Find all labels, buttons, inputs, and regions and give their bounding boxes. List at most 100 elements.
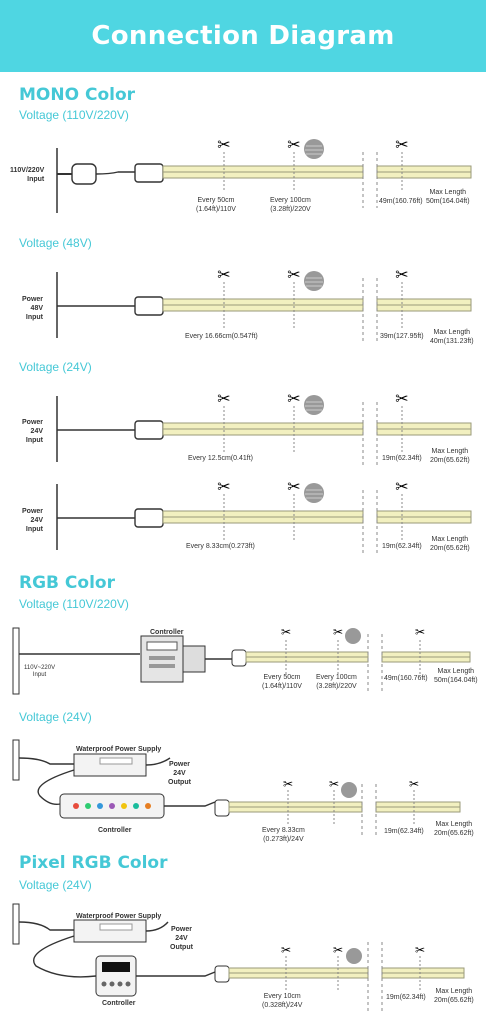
cut-label: Every 100cm(3.28ft)/220V <box>270 197 311 213</box>
length-label: 19m(62.34ft) <box>382 543 422 550</box>
cut-label: Every 8.33cm(0.273ft)/24V <box>262 827 305 843</box>
mono-24v-diagram-2: ✂ ✂ ✂ <box>56 477 472 556</box>
connector-icon <box>134 296 164 316</box>
scissors-icon: ✂ <box>415 625 425 639</box>
length-label: 39m(127.95ft) <box>380 333 424 340</box>
scissors-icon: ✂ <box>395 135 408 154</box>
wall-socket-icon <box>12 739 20 781</box>
mono-220v-diagram: ✂ ✂ ✂ <box>56 135 472 213</box>
psu-label: Waterproof Power Supply <box>76 913 162 920</box>
psu-label: Waterproof Power Supply <box>76 746 162 753</box>
voltage-label: Voltage (24V) <box>19 360 92 374</box>
led-strip <box>228 801 461 813</box>
controller-label: Controller <box>102 1000 136 1007</box>
section-title-pixel: Pixel RGB Color <box>19 853 168 873</box>
connector-icon <box>134 420 164 440</box>
voltage-label: Voltage (110V/220V) <box>19 597 129 611</box>
scissors-icon: ✂ <box>287 389 300 408</box>
rgb-220v-diagram: ✂ ✂ ✂ <box>12 625 471 695</box>
led-strip <box>162 298 472 312</box>
connector-icon <box>134 163 164 183</box>
mono-24v-diagram: ✂ ✂ ✂ <box>56 389 472 468</box>
wall-socket-icon <box>12 627 20 695</box>
led-strip <box>162 422 472 436</box>
section-title-mono: MONO Color <box>19 85 136 105</box>
scissors-icon: ✂ <box>217 389 230 408</box>
scissors-icon: ✂ <box>395 477 408 496</box>
scissors-icon: ✂ <box>395 389 408 408</box>
scissors-icon: ✂ <box>217 477 230 496</box>
led-strip <box>228 967 465 979</box>
controller-label: Controller <box>98 827 132 834</box>
scissors-icon: ✂ <box>333 943 343 957</box>
length-label: 19m(62.34ft) <box>382 455 422 462</box>
led-strip <box>162 510 472 524</box>
plug-icon <box>71 163 97 185</box>
power-supply-icon <box>73 753 147 777</box>
length-label: 19m(62.34ft) <box>386 994 426 1001</box>
length-label: 19m(62.34ft) <box>384 828 424 835</box>
scissors-icon: ✂ <box>287 477 300 496</box>
scissors-icon: ✂ <box>395 265 408 284</box>
pixel-24v-diagram: ✂ ✂ ✂ <box>12 903 465 1014</box>
chip-icon <box>304 483 324 503</box>
chip-icon <box>304 395 324 415</box>
scissors-icon: ✂ <box>287 265 300 284</box>
voltage-label: Voltage (48V) <box>19 236 92 250</box>
chip-icon <box>304 271 324 291</box>
chip-icon <box>345 628 361 644</box>
voltage-label: Voltage (110V/220V) <box>19 108 129 122</box>
cut-label: Every 10cm(0.328ft)/24V <box>262 993 303 1009</box>
connector-icon <box>214 799 230 817</box>
mono-48v-diagram: ✂ ✂ ✂ <box>56 265 472 344</box>
led-strip <box>162 165 472 179</box>
voltage-label: Voltage (24V) <box>19 710 92 724</box>
scissors-icon: ✂ <box>329 777 339 791</box>
voltage-label: Voltage (24V) <box>19 878 92 892</box>
connector-icon <box>214 965 230 983</box>
scissors-icon: ✂ <box>217 265 230 284</box>
header-banner: Connection Diagram <box>0 0 486 72</box>
scissors-icon: ✂ <box>409 777 419 791</box>
cut-label: Every 12.5cm(0.41ft) <box>188 455 253 462</box>
chip-icon <box>304 139 324 159</box>
scissors-icon: ✂ <box>333 625 343 639</box>
cut-label: Every 50cm(1.64ft)/110V <box>262 674 302 690</box>
chip-icon <box>346 948 362 964</box>
scissors-icon: ✂ <box>283 777 293 791</box>
connector-icon <box>231 649 247 667</box>
length-label: 49m(160.76ft) <box>384 675 428 682</box>
cut-label: Every 16.66cm(0.547ft) <box>185 333 258 340</box>
led-strip <box>245 651 471 663</box>
power-supply-icon <box>73 919 147 943</box>
scissors-icon: ✂ <box>415 943 425 957</box>
scissors-icon: ✂ <box>217 135 230 154</box>
rgb-24v-diagram: ✂ ✂ ✂ <box>12 739 461 838</box>
length-label: 49m(160.76ft) <box>379 198 423 205</box>
scissors-icon: ✂ <box>281 943 291 957</box>
connector-icon <box>134 508 164 528</box>
page-title: Connection Diagram <box>91 21 395 51</box>
wall-socket-icon <box>12 903 20 945</box>
scissors-icon: ✂ <box>281 625 291 639</box>
chip-icon <box>341 782 357 798</box>
section-title-rgb: RGB Color <box>19 573 115 593</box>
cut-label: Every 8.33cm(0.273ft) <box>186 543 255 550</box>
cut-label: Every 100cm(3.28ft)/220V <box>316 674 357 690</box>
controller-label: Controller <box>150 629 184 636</box>
scissors-icon: ✂ <box>287 135 300 154</box>
